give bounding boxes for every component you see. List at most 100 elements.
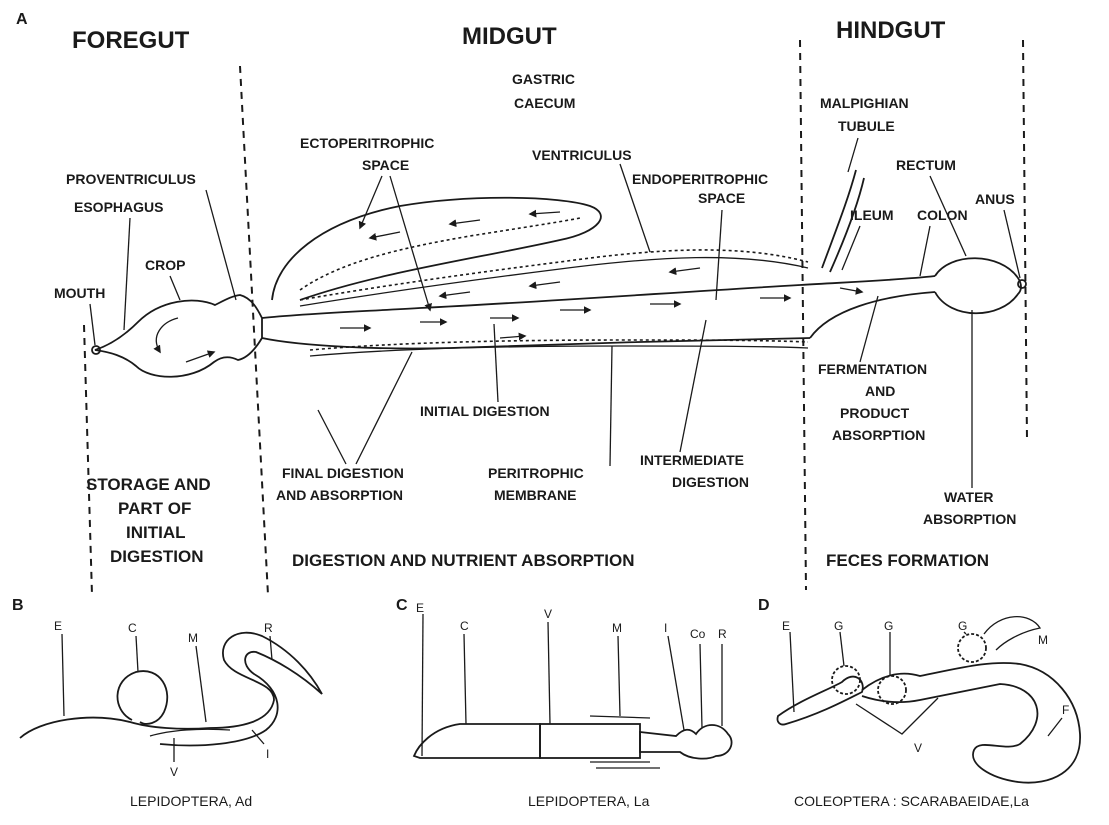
leader-colon <box>920 226 930 276</box>
endoperitrophic-label-1: ENDOPERITROPHIC <box>632 171 768 187</box>
mouth-label: MOUTH <box>54 285 105 301</box>
divider-anus <box>1023 40 1027 440</box>
panel-a: A FOREGUT MIDGUT HINDGUT <box>16 11 1027 595</box>
panel-d: D E G G G M V F COLEOPTERA : SCARABAEIDA… <box>758 597 1080 809</box>
digestion-absorption-label: DIGESTION AND NUTRIENT ABSORPTION <box>292 551 635 570</box>
c-label-v: V <box>544 607 552 621</box>
water-label-2: ABSORPTION <box>923 511 1016 527</box>
lepidoptera-la-malpighian-1 <box>590 716 650 718</box>
c-leader-m <box>618 636 620 716</box>
d-label-g1: G <box>834 619 843 633</box>
b-label-i: I <box>266 747 269 761</box>
hindgut-tube-upper <box>800 276 935 285</box>
panel-c-letter: C <box>396 597 408 614</box>
hindgut-title: HINDGUT <box>836 17 946 44</box>
rectum-label: RECTUM <box>896 157 956 173</box>
d-caption: COLEOPTERA : SCARABAEIDAE,La <box>794 793 1029 809</box>
storage-label-1: STORAGE AND <box>86 475 211 494</box>
storage-label-3: INITIAL <box>126 523 186 542</box>
fermentation-label-1: FERMENTATION <box>818 361 927 377</box>
d-label-v: V <box>914 741 922 755</box>
d-label-f: F <box>1062 703 1069 717</box>
coleoptera-midgut <box>862 663 1080 783</box>
leader-malpighian <box>848 138 858 172</box>
leader-proventriculus <box>206 190 236 300</box>
rectum <box>935 258 1021 313</box>
back-arrow-3 <box>670 268 700 272</box>
leader-peritrophic <box>610 346 612 466</box>
esophagus-label: ESOPHAGUS <box>74 199 163 215</box>
panel-d-letter: D <box>758 597 770 614</box>
peritrophic-label-2: MEMBRANE <box>494 487 576 503</box>
b-leader-c <box>136 636 138 672</box>
anus-label: ANUS <box>975 191 1015 207</box>
leader-ecto-2 <box>390 176 430 310</box>
coleoptera-gastric-1 <box>832 666 860 694</box>
midgut-title: MIDGUT <box>462 23 557 50</box>
crop-label: CROP <box>145 257 185 273</box>
c-label-m: M <box>612 621 622 635</box>
c-caption: LEPIDOPTERA, La <box>528 793 650 809</box>
leader-ileum <box>842 226 860 270</box>
d-leader-g1 <box>840 632 844 666</box>
divider-foregut-midgut <box>240 66 268 595</box>
lepidoptera-ad-gut <box>20 633 322 746</box>
d-leader-e <box>790 632 794 712</box>
initial-digestion-label: INITIAL DIGESTION <box>420 403 550 419</box>
ectoperitrophic-label-2: SPACE <box>362 157 409 173</box>
final-digestion-label-2: AND ABSORPTION <box>276 487 403 503</box>
crop-arrow-1 <box>156 318 178 352</box>
c-label-i: I <box>664 621 667 635</box>
c-leader-c <box>464 634 466 724</box>
c-label-co: Co <box>690 627 706 641</box>
d-label-g3: G <box>958 619 967 633</box>
crop-arrow-2 <box>186 352 214 362</box>
coleoptera-gastric-3 <box>958 634 986 662</box>
leader-endo <box>716 210 722 300</box>
b-label-v: V <box>170 765 178 779</box>
leader-crop <box>170 276 180 300</box>
endoperitrophic-label-2: SPACE <box>698 190 745 206</box>
c-label-r: R <box>718 627 727 641</box>
back-arrow-2 <box>530 282 560 286</box>
d-leader-f <box>1048 718 1062 736</box>
panel-c: C E C V M I Co R LEPIDOPTERA, La <box>396 597 732 809</box>
foregut-outline <box>95 295 262 377</box>
peritrophic-membrane-upper-inner <box>300 258 808 306</box>
divider-mouth <box>84 325 92 595</box>
ileum-label: ILEUM <box>850 207 894 223</box>
storage-label-2: PART OF <box>118 499 191 518</box>
panel-b-letter: B <box>12 597 24 614</box>
c-leader-v <box>548 622 550 724</box>
c-leader-i <box>668 636 684 730</box>
fermentation-label-4: ABSORPTION <box>832 427 925 443</box>
storage-label-4: DIGESTION <box>110 547 204 566</box>
lepidoptera-ad-crop <box>117 671 167 724</box>
leader-fermentation <box>860 296 878 362</box>
leader-initial <box>494 324 498 402</box>
leader-mouth <box>90 304 95 345</box>
gastric-caecum-label-2: CAECUM <box>514 95 575 111</box>
hindgut-arrow <box>840 288 862 292</box>
gastric-caecum-flow <box>300 218 580 290</box>
c-label-c: C <box>460 619 469 633</box>
c-leader-co <box>700 644 702 728</box>
b-leader-e <box>62 634 64 716</box>
leader-esophagus <box>124 218 130 330</box>
lepidoptera-ad-midgut <box>150 729 230 736</box>
malpighian-label-2: TUBULE <box>838 118 895 134</box>
ventriculus-label: VENTRICULUS <box>532 147 632 163</box>
colon-label: COLON <box>917 207 968 223</box>
coleoptera-gastric-2 <box>878 676 906 704</box>
midgut-lower-arrow <box>500 336 525 338</box>
b-caption: LEPIDOPTERA, Ad <box>130 793 252 809</box>
b-leader-m <box>196 646 206 722</box>
d-label-g2: G <box>884 619 893 633</box>
feces-formation-label: FECES FORMATION <box>826 551 989 570</box>
panel-b: B E C M R V I LEPIDOPTERA, Ad <box>12 597 322 809</box>
malpighian-label-1: MALPIGHIAN <box>820 95 909 111</box>
leader-final-2 <box>356 352 412 464</box>
lepidoptera-la-foregut <box>414 724 540 758</box>
water-label-1: WATER <box>944 489 994 505</box>
